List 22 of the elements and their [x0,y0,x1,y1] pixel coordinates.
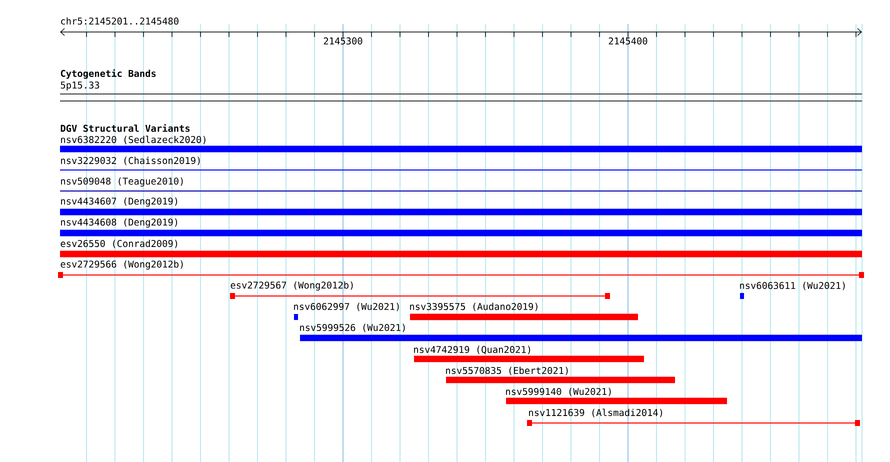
variant-label: nsv3229032 (Chaisson2019) [61,156,200,166]
variant-label: nsv4742919 (Quan2021) [414,346,530,354]
variant-label: nsv509048 (Teague2010) [61,177,183,187]
tick-label: 2145300 [324,37,362,45]
variant-label: esv2729566 (Wong2012b) [60,260,183,270]
variant-label: esv26550 (Conrad2009) [60,240,178,248]
variant-label: nsv6062997 (Wu2021) [294,302,399,312]
band-label: 5p15.33 [60,82,100,90]
variant-label: nsv3395575 (Audano2019) [410,302,538,312]
variant-label: nsv5570835 (Ebert2021) [446,366,568,376]
variant-label: nsv4434608 (Deng2019) [61,218,178,228]
variant-label: nsv4434607 (Deng2019) [61,197,178,207]
ruler-label: chr5:2145201..2145480 [61,17,178,25]
track-title: DGV Structural Variants [60,124,190,132]
variant-label: nsv5999140 (Wu2021) [506,388,611,396]
variant-label: nsv1121639 (Alsmadi2014) [529,408,662,418]
tick-label: 2145400 [608,37,648,45]
variant-label: nsv5999526 (Wu2021) [300,324,405,332]
track-title: Cytogenetic Bands [60,69,156,79]
variant-label: nsv6063611 (Wu2021) [740,282,845,290]
variant-label: nsv6382220 (Sedlazeck2020) [61,136,206,144]
variant-label: esv2729567 (Wong2012b) [230,281,353,291]
